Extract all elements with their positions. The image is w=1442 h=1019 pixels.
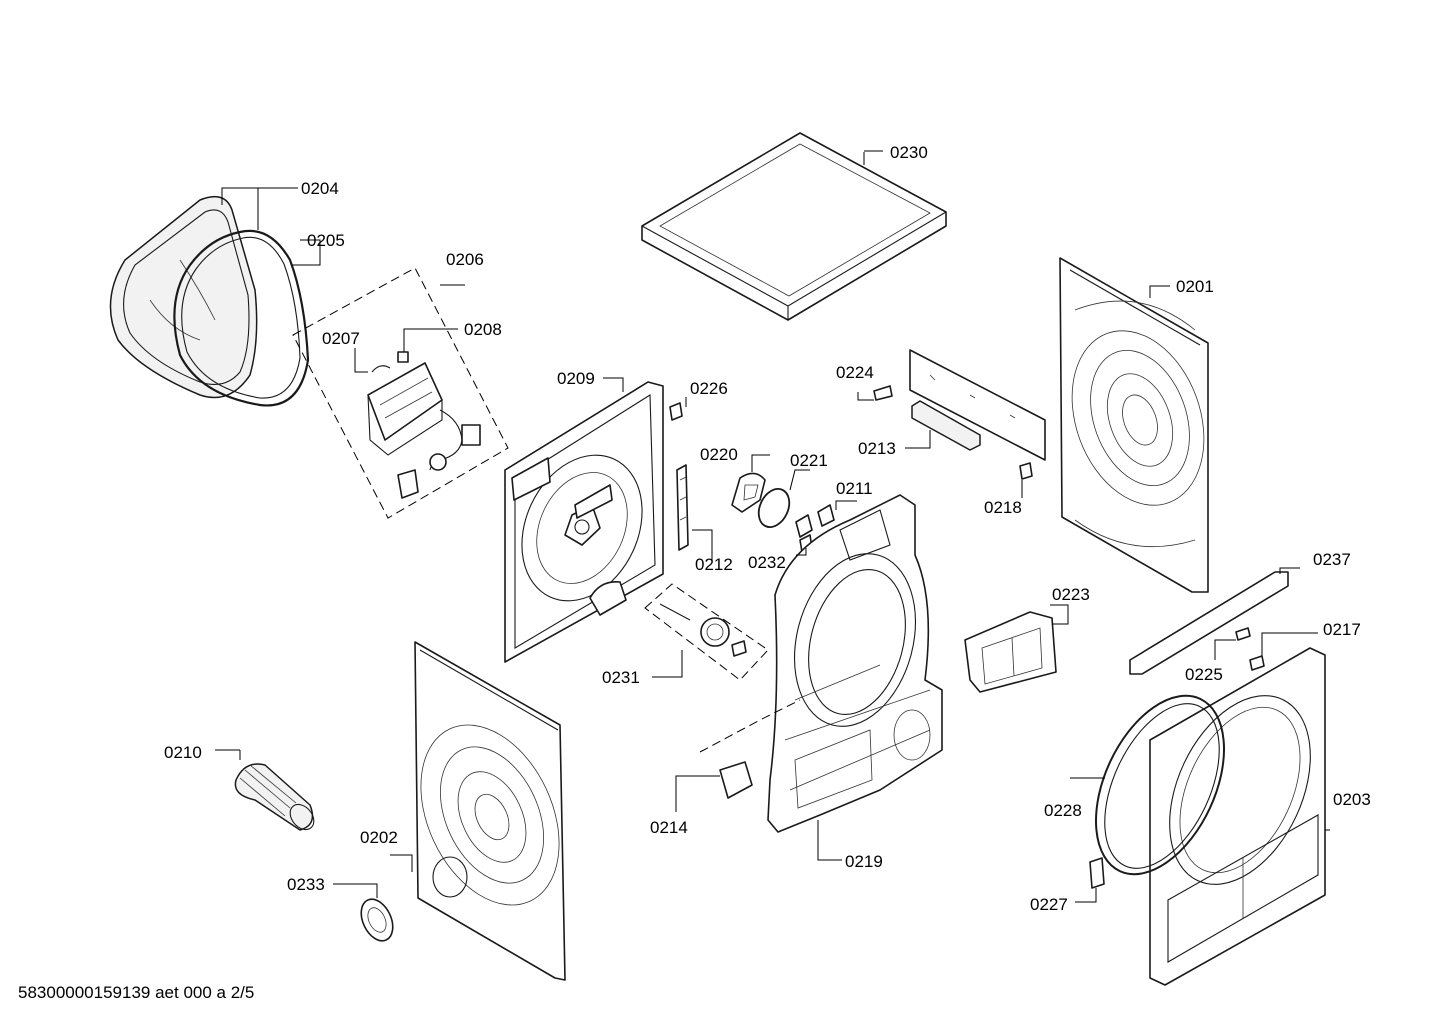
part-0209-rear-panel[interactable] <box>499 381 665 663</box>
part-0233-cap[interactable] <box>355 894 399 946</box>
callout-0223: 0223 <box>1052 585 1090 604</box>
part-0217-clip[interactable] <box>1249 655 1265 671</box>
part-0202-side-panel-left[interactable] <box>394 641 587 981</box>
callout-0227: 0227 <box>1030 895 1068 914</box>
part-0237-strip[interactable] <box>1129 571 1289 675</box>
part-0226-clip[interactable] <box>669 402 683 421</box>
part-0213-control-panel[interactable] <box>909 349 1046 461</box>
callout-0204: 0204 <box>301 179 339 198</box>
callout-0207: 0207 <box>322 329 360 348</box>
part-0224-clip[interactable] <box>873 385 893 401</box>
callout-0208: 0208 <box>464 320 502 339</box>
callout-0202: 0202 <box>360 828 398 847</box>
callout-0211: 0211 <box>836 479 873 498</box>
leader-lines <box>215 150 1330 903</box>
callout-0232: 0232 <box>748 553 786 572</box>
part-0219-main-frame[interactable] <box>767 494 943 833</box>
callout-0220: 0220 <box>700 445 738 464</box>
part-0214-hinge[interactable] <box>699 699 801 799</box>
callout-0224: 0224 <box>836 363 874 382</box>
part-0205-seal[interactable] <box>173 229 310 407</box>
part-0201-side-panel-right[interactable] <box>1049 257 1227 593</box>
part-0218-clip[interactable] <box>1019 462 1033 480</box>
callout-0201: 0201 <box>1176 277 1214 296</box>
callout-0230: 0230 <box>890 143 928 162</box>
part-0228-gasket[interactable] <box>1070 676 1250 895</box>
part-0230-top-cover[interactable] <box>641 132 947 321</box>
part-0223-filter[interactable] <box>964 611 1057 693</box>
part-0225-clip[interactable] <box>1235 627 1251 641</box>
document-id: 58300000159139 aet 000 a 2/5 <box>18 983 254 1002</box>
callout-0213: 0213 <box>858 439 896 458</box>
part-0220-bracket[interactable] <box>731 472 766 513</box>
callout-0226: 0226 <box>690 379 728 398</box>
part-0227-latch[interactable] <box>1089 857 1105 889</box>
callout-0203: 0203 <box>1333 790 1371 809</box>
callout-0206: 0206 <box>446 250 484 269</box>
part-0221-oring[interactable] <box>753 484 795 532</box>
part-0210-duct[interactable] <box>234 763 318 834</box>
callout-0237: 0237 <box>1313 550 1351 569</box>
part-0207-module <box>367 362 443 441</box>
callout-0225: 0225 <box>1185 665 1223 684</box>
part-0211-fitting[interactable] <box>817 504 835 527</box>
part-0203-front-panel[interactable] <box>1142 647 1339 986</box>
callout-0233: 0233 <box>287 875 325 894</box>
callout-0205: 0205 <box>307 231 345 250</box>
callout-0218: 0218 <box>984 498 1022 517</box>
callout-0212: 0212 <box>695 555 733 574</box>
callout-0217: 0217 <box>1323 620 1361 639</box>
part-0231-group[interactable] <box>644 583 769 681</box>
callout-0209: 0209 <box>557 369 595 388</box>
part-0206-group[interactable] <box>292 267 509 519</box>
callout-0221: 0221 <box>790 451 828 470</box>
part-0212-rail[interactable] <box>676 464 689 551</box>
callout-labels: 0230 0204 0205 0206 0201 0207 0208 0224 … <box>164 143 1371 914</box>
callout-0231: 0231 <box>602 668 640 687</box>
callout-0228: 0228 <box>1044 801 1082 820</box>
callout-0214: 0214 <box>650 818 688 837</box>
callout-0210: 0210 <box>164 743 202 762</box>
callout-0219: 0219 <box>845 852 883 871</box>
